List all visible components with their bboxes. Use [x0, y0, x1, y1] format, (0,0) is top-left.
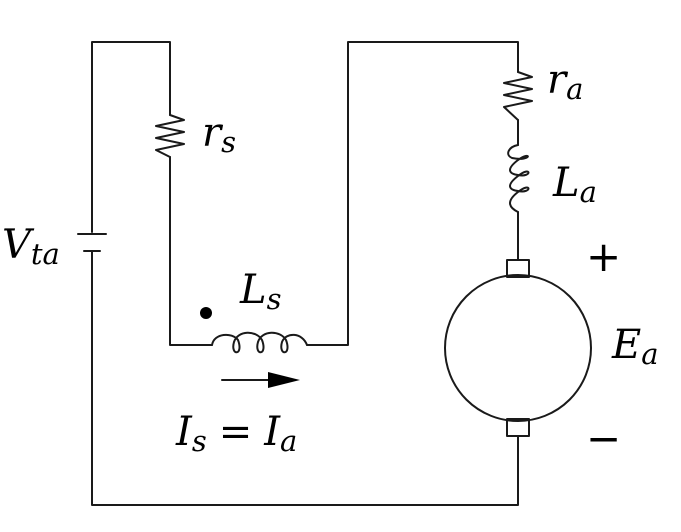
- wires: [91, 41, 519, 506]
- motor-armature: [444, 259, 592, 437]
- resistor-ra: [503, 71, 533, 121]
- label-current-relation: Is=Ia: [175, 409, 297, 458]
- label-r-s: rs: [202, 110, 236, 159]
- plus-sign: +: [586, 232, 621, 281]
- wire-bottom-return: [91, 251, 519, 506]
- brush-bottom: [506, 418, 530, 437]
- inductor-ls: [211, 331, 308, 354]
- wire-middle-riser: [306, 41, 519, 346]
- battery: [77, 233, 107, 252]
- label-l-s: Ls: [239, 267, 281, 316]
- polarity-dot: [200, 307, 212, 319]
- minus-sign: −: [586, 414, 621, 463]
- inductor-la: [507, 144, 530, 213]
- wire-field-down: [169, 156, 213, 346]
- label-v-ta: Vta: [2, 222, 60, 271]
- label-r-a: ra: [547, 57, 583, 106]
- rotor-circle: [444, 274, 592, 422]
- brush-top: [506, 259, 530, 278]
- label-e-a: Ea: [611, 322, 659, 371]
- wire-left-top: [91, 41, 171, 233]
- label-l-a: La: [552, 160, 597, 209]
- current-arrow: [221, 372, 300, 388]
- resistor-rs: [155, 114, 185, 158]
